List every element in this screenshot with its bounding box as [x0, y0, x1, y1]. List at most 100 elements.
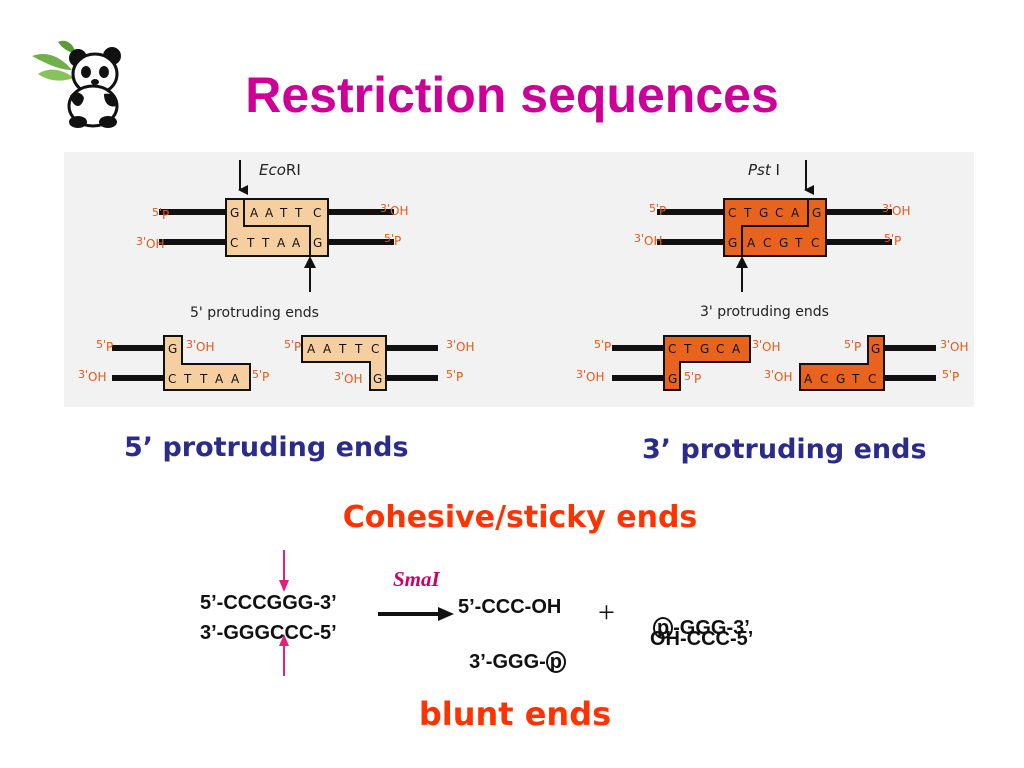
- svg-text:C: C: [728, 206, 736, 220]
- svg-text:3'OH: 3'OH: [78, 368, 107, 384]
- svg-text:T: T: [261, 236, 270, 250]
- svg-text:G: G: [728, 236, 737, 250]
- svg-text:5'P: 5'P: [844, 338, 861, 354]
- product-left-bottom-text: 3’-GGG-: [469, 651, 546, 673]
- svg-text:A: A: [292, 236, 301, 250]
- svg-text:A: A: [732, 342, 741, 356]
- svg-text:C: C: [820, 372, 828, 386]
- svg-text:5'P: 5'P: [594, 338, 611, 354]
- svg-text:T: T: [354, 342, 363, 356]
- svg-text:C: C: [230, 236, 238, 250]
- svg-text:C: C: [811, 236, 819, 250]
- svg-text:G: G: [871, 342, 880, 356]
- product-right-top: p-GGG-3’: [642, 594, 750, 640]
- svg-text:C: C: [868, 372, 876, 386]
- svg-text:A: A: [323, 342, 332, 356]
- svg-text:5'P: 5'P: [96, 338, 113, 354]
- svg-text:T: T: [246, 236, 255, 250]
- svg-text:C: C: [668, 342, 676, 356]
- end-label: 3'OH: [380, 202, 409, 218]
- phosphate-circle: p: [653, 617, 674, 639]
- product-right-bottom: OH-CCC-5’: [650, 628, 754, 650]
- svg-text:5'P: 5'P: [446, 368, 463, 384]
- svg-text:5'P: 5'P: [649, 202, 666, 218]
- svg-text:G: G: [668, 372, 677, 386]
- input-bottom-strand: 3’-GGGCCC-5’: [200, 622, 337, 644]
- caption-right: 3’ protruding ends: [642, 434, 927, 465]
- svg-text:G: G: [168, 342, 177, 356]
- svg-text:3'OH: 3'OH: [576, 368, 605, 384]
- svg-text:3'OH: 3'OH: [446, 338, 475, 354]
- svg-text:3'OH: 3'OH: [634, 232, 663, 248]
- svg-text:T: T: [683, 342, 692, 356]
- slide-title: Restriction sequences: [245, 67, 779, 123]
- enzyme-right-label: Pst I: [748, 161, 780, 179]
- svg-text:A: A: [791, 206, 800, 220]
- phosphate-circle: p: [545, 651, 566, 673]
- svg-text:A: A: [277, 236, 286, 250]
- svg-text:T: T: [199, 372, 208, 386]
- svg-text:G: G: [836, 372, 845, 386]
- figure-label-left: 5' protruding ends: [190, 305, 319, 321]
- svg-text:3'OH: 3'OH: [186, 338, 215, 354]
- svg-text:C: C: [371, 342, 379, 356]
- svg-text:3'OH: 3'OH: [764, 368, 793, 384]
- svg-text:A: A: [265, 206, 274, 220]
- plus-sign: +: [598, 596, 615, 629]
- svg-text:C: C: [775, 206, 783, 220]
- svg-text:5'P: 5'P: [252, 368, 269, 384]
- svg-text:A: A: [804, 372, 813, 386]
- svg-text:G: G: [373, 372, 382, 386]
- heading-blunt-ends: blunt ends: [418, 695, 612, 733]
- svg-text:A: A: [747, 236, 756, 250]
- caption-left: 5’ protruding ends: [124, 432, 409, 463]
- panda-logo: [32, 40, 121, 128]
- svg-text:3'OH: 3'OH: [752, 338, 781, 354]
- svg-text:C: C: [763, 236, 771, 250]
- svg-text:A: A: [231, 372, 240, 386]
- svg-text:G: G: [700, 342, 709, 356]
- svg-text:3'OH: 3'OH: [882, 202, 911, 218]
- reaction-arrow: [378, 607, 454, 621]
- svg-text:T: T: [294, 206, 303, 220]
- svg-text:5'P: 5'P: [884, 232, 901, 248]
- svg-text:5'P: 5'P: [684, 370, 701, 386]
- input-top-strand: 5’-CCCGGG-3’: [200, 592, 337, 614]
- svg-text:3'OH: 3'OH: [940, 338, 969, 354]
- figure-label-right: 3' protruding ends: [700, 304, 829, 320]
- svg-text:T: T: [851, 372, 860, 386]
- svg-text:C: C: [716, 342, 724, 356]
- svg-text:C: C: [168, 372, 176, 386]
- svg-text:G: G: [759, 206, 768, 220]
- svg-text:5'P: 5'P: [942, 368, 959, 384]
- svg-text:T: T: [794, 236, 803, 250]
- svg-text:5'P: 5'P: [284, 338, 301, 354]
- end-label: 3'OH: [136, 235, 165, 251]
- enzyme-smai-label: SmaI: [393, 567, 440, 591]
- svg-text:T: T: [338, 342, 347, 356]
- svg-text:A: A: [215, 372, 224, 386]
- product-left-top: 5’-CCC-OH: [458, 596, 562, 618]
- svg-text:A: A: [250, 206, 259, 220]
- svg-text:3'OH: 3'OH: [334, 370, 363, 386]
- end-label: 5'P: [384, 232, 401, 248]
- svg-text:G: G: [812, 206, 821, 220]
- heading-sticky-ends: Cohesive/sticky ends: [342, 500, 698, 535]
- end-label: 5'P: [152, 206, 169, 222]
- product-left-bottom: 3’-GGG-p: [458, 628, 566, 674]
- enzyme-left-label: EcoRI: [259, 161, 301, 179]
- svg-text:T: T: [279, 206, 288, 220]
- svg-text:T: T: [743, 206, 752, 220]
- svg-text:G: G: [779, 236, 788, 250]
- product-right-top-text: -GGG-3’: [673, 617, 750, 639]
- svg-text:G: G: [230, 206, 239, 220]
- svg-text:A: A: [307, 342, 316, 356]
- svg-text:G: G: [313, 236, 322, 250]
- cut-arrows: [279, 550, 289, 676]
- svg-text:T: T: [183, 372, 192, 386]
